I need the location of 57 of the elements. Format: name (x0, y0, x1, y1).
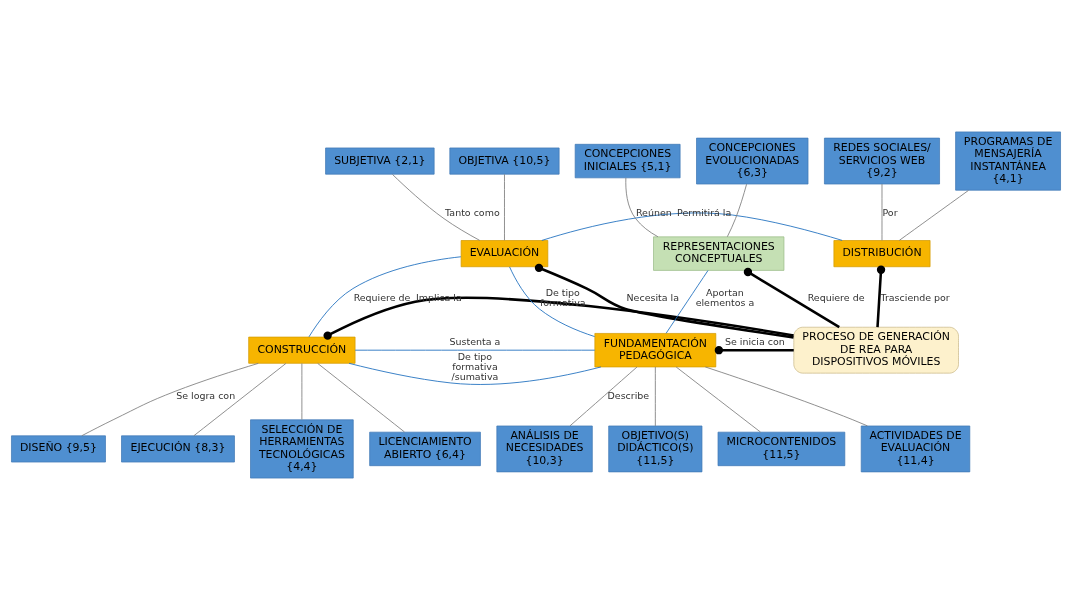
node-box: PROGRAMAS DE MENSAJERÍA INSTANTÁNEA {4,1} (955, 131, 1061, 191)
connector (654, 366, 656, 427)
connector (714, 346, 794, 355)
connector (534, 263, 794, 339)
connector (665, 270, 709, 334)
edge-label: Describe (607, 389, 650, 401)
connector (569, 366, 638, 427)
connector (504, 173, 505, 241)
node-box: ANÁLISIS DE NECESIDADES {10,3} (496, 425, 593, 473)
node-box: EVALUACIÓN (460, 240, 549, 268)
connector (881, 183, 883, 241)
edge-label: Se inicia con (724, 336, 785, 348)
node-box: REPRESENTACIONES CONCEPTUALES (653, 236, 785, 271)
connector (81, 362, 259, 437)
connector (308, 256, 462, 338)
connector (743, 267, 840, 329)
edge-label: Necesita la (626, 292, 680, 304)
node-box: DISEÑO {9,5} (11, 435, 106, 463)
edge-label: Por (882, 207, 898, 219)
node-box: CONCEPCIONES INICIALES {5,1} (574, 143, 681, 179)
node-box: CONSTRUCCIÓN (248, 336, 356, 364)
edge-label: Tanto como (445, 207, 500, 219)
node-box: DISTRIBUCIÓN (833, 240, 931, 268)
node-box: SELECCIÓN DE HERRAMIENTAS TECNOLÓGICAS {4,4} (250, 419, 354, 479)
edge-label: Aportan elementos a (695, 287, 755, 309)
connector (193, 363, 287, 437)
connector (704, 366, 868, 427)
node-box: OBJETIVA {10,5} (449, 147, 560, 175)
edge-label: Trasciende por (880, 292, 950, 304)
edge-label: Requiere de (807, 292, 865, 304)
node-box: CONCEPCIONES EVOLUCIONADAS {6,3} (696, 137, 809, 185)
node-box: MICROCONTENIDOS {11,5} (717, 431, 846, 467)
edge-label: De tipo formativa /sumativa (451, 350, 499, 383)
connector (509, 266, 596, 337)
edge-label: Reúnen (635, 207, 672, 219)
connector (675, 366, 761, 433)
node-box: LICENCIAMIENTO ABIERTO {6,4} (369, 431, 481, 467)
edge-label: Requiere de (353, 292, 411, 304)
node-box: REDES SOCIALES/ SERVICIOS WEB {9,2} (824, 137, 940, 185)
connector (625, 177, 659, 238)
connector (541, 212, 843, 241)
edge-label: Se logra con (176, 389, 236, 401)
node-box: SUBJETIVA {2,1} (325, 147, 435, 175)
connector (876, 265, 886, 328)
connector (898, 189, 969, 241)
node-box: PROCESO DE GENERACIÓN DE REA PARA DISPOSITIVOS MÓVILES (793, 326, 959, 374)
connector (317, 363, 405, 433)
connector (323, 296, 794, 340)
edge-label: Sustenta a (449, 336, 501, 348)
connector (348, 362, 602, 385)
node-box: FUNDAMENTACIÓN PEDAGÓGICA (594, 333, 717, 368)
node-box: OBJETIVO(S) DIDÁCTICO(S) {11,5} (608, 425, 703, 473)
node-box: EJECUCIÓN {8,3} (121, 435, 235, 463)
node-box: ACTIVIDADES DE EVALUACIÓN {11,4} (860, 425, 971, 473)
connector (726, 183, 748, 238)
connector (392, 173, 481, 241)
connector (301, 363, 303, 421)
